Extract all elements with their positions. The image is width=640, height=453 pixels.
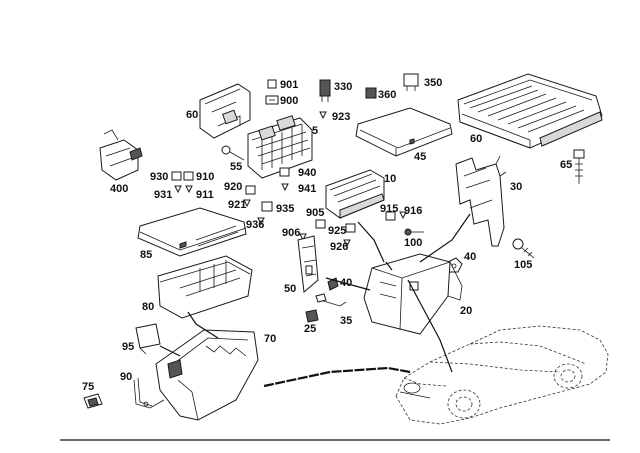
connectors-940-941 [279, 167, 290, 192]
label-40-left: 40 [340, 277, 352, 289]
label-901: 901 [280, 79, 298, 91]
label-360: 360 [378, 89, 396, 101]
control-unit-60-left [199, 83, 251, 139]
sensor-400 [99, 129, 143, 181]
relay-360 [365, 87, 377, 99]
label-910: 910 [196, 171, 214, 183]
module-10 [325, 169, 385, 219]
box-70 [155, 329, 259, 421]
vehicle-outline [395, 325, 609, 425]
label-20: 20 [460, 305, 472, 317]
label-920: 920 [224, 181, 242, 193]
label-85: 85 [140, 249, 152, 261]
label-925: 925 [328, 225, 346, 237]
label-400: 400 [110, 183, 128, 195]
tray-80 [157, 255, 253, 319]
label-930: 930 [150, 171, 168, 183]
connector-900 [265, 95, 279, 105]
label-40-right: 40 [464, 251, 476, 263]
label-916: 916 [404, 205, 422, 217]
connectors-925-926 [343, 223, 356, 248]
label-90: 90 [120, 371, 132, 383]
label-330: 330 [334, 81, 352, 93]
label-935: 935 [276, 203, 294, 215]
label-926: 926 [330, 241, 348, 253]
connectors-930-910 [171, 171, 194, 194]
label-80: 80 [142, 301, 154, 313]
connectors-915-916 [385, 211, 407, 221]
label-905: 905 [306, 207, 324, 219]
label-911: 911 [196, 189, 214, 201]
label-915: 915 [380, 203, 398, 215]
bolt-105 [512, 238, 535, 259]
label-900: 900 [280, 95, 298, 107]
clip-923 [319, 111, 327, 120]
label-70: 70 [264, 333, 276, 345]
label-936: 936 [246, 219, 264, 231]
label-55: 55 [230, 161, 242, 173]
screw-100 [404, 228, 424, 236]
cover-85 [137, 207, 247, 257]
label-921: 921 [228, 199, 246, 211]
bolt-65 [573, 149, 585, 184]
label-35: 35 [340, 315, 352, 327]
screw-55 [221, 145, 245, 161]
label-931: 931 [154, 189, 172, 201]
relay-350 [403, 73, 419, 91]
label-940: 940 [298, 167, 316, 179]
label-30: 30 [510, 181, 522, 193]
bracket-90 [133, 377, 165, 409]
label-350: 350 [424, 77, 442, 89]
label-60-left: 60 [186, 109, 198, 121]
clip-35 [315, 293, 347, 307]
label-906: 906 [282, 227, 300, 239]
label-105: 105 [514, 259, 532, 271]
connectors-905-906 [299, 219, 326, 242]
cover-45 [355, 107, 453, 157]
label-5: 5 [312, 125, 318, 137]
label-10: 10 [384, 173, 396, 185]
label-95: 95 [122, 341, 134, 353]
connectors-920-935 [243, 185, 273, 226]
box-20 [363, 253, 463, 335]
label-60-right: 60 [470, 133, 482, 145]
label-100: 100 [404, 237, 422, 249]
connector-901 [267, 79, 277, 89]
label-923: 923 [332, 111, 350, 123]
label-75: 75 [82, 381, 94, 393]
part-25 [305, 309, 319, 323]
leader-lines [159, 213, 471, 388]
control-unit-60-right [457, 73, 603, 149]
module-95 [135, 323, 161, 355]
relay-330 [319, 79, 331, 102]
label-25: 25 [304, 323, 316, 335]
label-65: 65 [560, 159, 572, 171]
label-941: 941 [298, 183, 316, 195]
bracket-30 [455, 155, 507, 247]
label-50: 50 [284, 283, 296, 295]
label-45: 45 [414, 151, 426, 163]
fuse-relay-box-5 [247, 115, 313, 179]
bracket-50 [297, 235, 319, 293]
connector-75 [83, 393, 103, 409]
